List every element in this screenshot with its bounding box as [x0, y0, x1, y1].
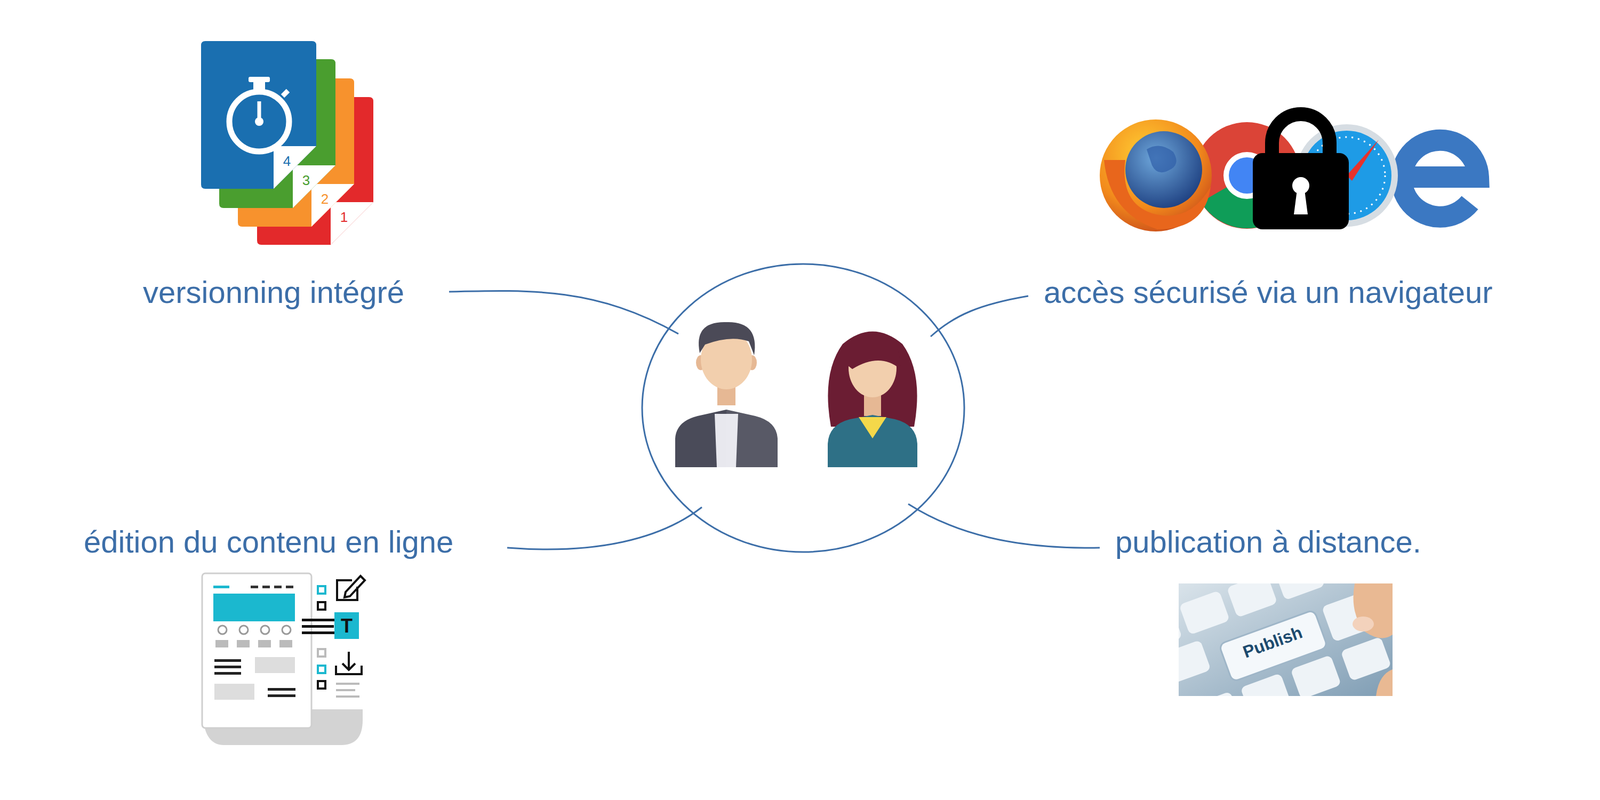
man-avatar-part — [675, 409, 778, 468]
browser-icons-part — [1293, 189, 1308, 215]
browser-icons-part — [1252, 153, 1349, 230]
editor-icon-part — [317, 586, 326, 594]
woman-avatar — [827, 331, 918, 468]
browser-icons-part — [1125, 131, 1203, 208]
editor-icon-part — [317, 681, 326, 689]
editor-icon-part — [336, 695, 360, 698]
woman-avatar-part — [827, 331, 917, 428]
publish-keyboard-part-part — [1178, 590, 1230, 636]
editor-icon-part — [267, 688, 296, 691]
versioning-icon-part — [229, 91, 290, 152]
editor-icon-part — [254, 657, 295, 674]
publish-keyboard-part — [1178, 583, 1393, 696]
editor-icon-part — [274, 585, 282, 589]
editor-icon-part — [334, 612, 359, 639]
editor-icon-part — [317, 649, 326, 657]
editor-icon-part — [336, 682, 360, 685]
versioning-icon-part — [201, 41, 317, 189]
editor-icon-part — [336, 651, 362, 675]
editor-icon-part — [262, 585, 270, 589]
publish-keyboard-part-part — [1290, 654, 1342, 696]
browser-icons-part — [1104, 160, 1211, 230]
editor-icon-part — [301, 631, 340, 635]
editor-icon-part — [344, 576, 365, 598]
editor-icon-part — [202, 573, 312, 728]
woman-avatar-part — [858, 417, 887, 439]
editor-icon-part — [250, 585, 259, 589]
woman-avatar-part — [846, 333, 901, 370]
publish-keyboard-part — [1376, 669, 1393, 696]
publish-keyboard-part-part — [1189, 691, 1242, 696]
version-number: 4 — [283, 154, 291, 168]
publish-keyboard-part-part — [1274, 583, 1326, 601]
editor-icon-part — [317, 665, 326, 674]
feature-label: édition du contenu en ligne — [83, 526, 454, 558]
man-avatar-part — [726, 409, 778, 468]
editor-icon — [202, 573, 365, 746]
editor-icon-part — [239, 625, 248, 635]
feature-label: accès sécurisé via un navigateur — [1043, 276, 1493, 308]
editor-icon-part — [214, 683, 255, 700]
man-avatar-part — [698, 322, 755, 356]
publish-keyboard-part — [1178, 583, 1393, 696]
woman-avatar-part — [827, 414, 918, 468]
versioning-icon-part — [273, 146, 317, 189]
leader-line-part — [930, 296, 1029, 337]
version-number: 3 — [302, 173, 310, 188]
feature-label: versionning intégré — [142, 276, 405, 308]
versioning-icon-part — [254, 117, 264, 126]
browser-icons — [1099, 114, 1490, 232]
leader-line-part — [449, 290, 679, 334]
editor-icon-part — [317, 602, 326, 610]
editor-icon-part — [285, 585, 294, 589]
browser-icons-part — [1252, 153, 1349, 230]
editor-icon-part — [336, 689, 356, 692]
publish-keyboard-part-part — [1178, 607, 1183, 653]
publish-keyboard-part — [1352, 616, 1374, 632]
editor-icon-part — [267, 694, 296, 698]
text-tool-icon: T — [340, 616, 353, 636]
versioning-icon-part — [330, 202, 374, 245]
center-circle — [642, 264, 965, 552]
feature-label: publication à distance. — [1115, 526, 1422, 558]
editor-icon-part — [214, 672, 242, 675]
versioning-icon-part — [282, 90, 288, 96]
browser-icons-part — [1392, 125, 1490, 230]
editor-icon-part — [301, 625, 334, 628]
versioning-icon-part — [292, 165, 336, 208]
editor-icon-part — [215, 640, 229, 648]
editor-icon-part — [213, 585, 230, 589]
browser-icons-part — [1146, 146, 1177, 173]
editor-icon-part — [218, 625, 227, 635]
editor-icon-part — [214, 665, 242, 669]
leader-line-part — [908, 504, 1100, 548]
browser-icons-part — [1401, 140, 1479, 218]
editor-icon-part — [236, 640, 250, 648]
man-avatar — [675, 322, 778, 468]
publish-keyboard — [1178, 583, 1393, 696]
versioning-icon-part — [248, 76, 270, 83]
leader-line — [449, 290, 1100, 550]
editor-icon-part — [260, 625, 270, 635]
publish-keyboard-part-part — [1240, 673, 1292, 696]
editor-icon-part — [301, 618, 340, 622]
browser-icons-part — [1099, 119, 1212, 232]
leader-line-part — [507, 507, 702, 550]
publish-keyboard-part-part — [1340, 636, 1392, 682]
version-number: 1 — [340, 210, 348, 224]
editor-icon-part — [258, 640, 271, 648]
editor-icon-part — [279, 640, 293, 648]
browser-icons-part — [1346, 139, 1379, 181]
version-number: 2 — [321, 192, 329, 206]
versioning-icon — [201, 41, 374, 245]
editor-icon-part — [282, 625, 291, 635]
versioning-icon-part — [311, 184, 355, 227]
publish-keyboard-part-part — [1178, 640, 1212, 685]
publish-keyboard-part-part — [1226, 583, 1278, 618]
editor-icon-part — [214, 659, 242, 662]
editor-icon-part — [213, 593, 295, 622]
